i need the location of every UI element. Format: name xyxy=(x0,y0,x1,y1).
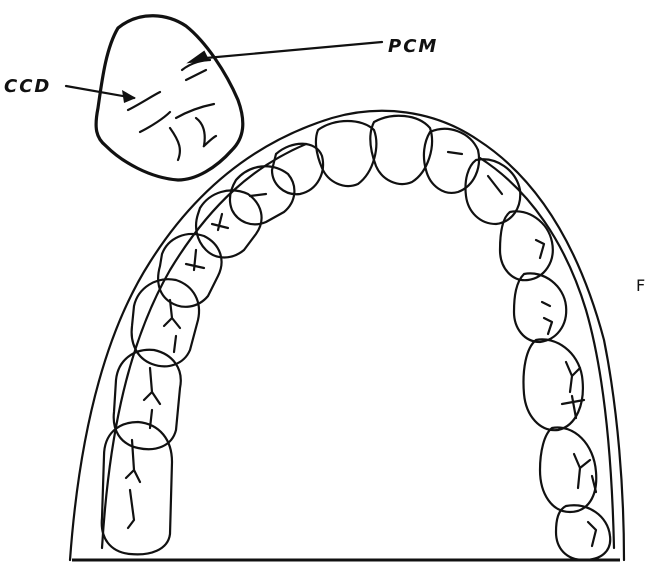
tooth-right-premolar-2 xyxy=(514,273,566,342)
left-teeth xyxy=(102,166,295,554)
pcm-label: PCM xyxy=(388,36,438,57)
outer-arch xyxy=(70,111,624,560)
pcm-leader-line xyxy=(206,42,382,58)
fissure xyxy=(542,302,552,334)
f-label: F xyxy=(636,276,645,295)
tooth-right-molar-3 xyxy=(556,505,610,560)
fissure xyxy=(144,368,160,428)
tooth-right-molar-2 xyxy=(540,427,596,512)
tooth-detail-outline xyxy=(96,16,243,180)
tooth-right-molar-1 xyxy=(524,339,583,430)
fissure xyxy=(574,454,596,492)
fissure xyxy=(536,240,544,258)
right-teeth xyxy=(500,211,610,560)
tooth-left-molar-3 xyxy=(102,422,172,554)
tooth-left-central-incisor xyxy=(316,121,376,186)
tooth-groove xyxy=(170,128,180,160)
tooth-left-premolar-2 xyxy=(158,234,221,307)
tooth-right-canine xyxy=(465,159,520,224)
fissure xyxy=(448,152,462,154)
tooth-groove xyxy=(196,118,216,146)
tooth-groove xyxy=(186,70,206,80)
ccd-arrowhead xyxy=(122,90,136,103)
tooth-dark-mark xyxy=(190,52,208,62)
tooth-groove xyxy=(128,92,160,110)
inner-arch xyxy=(102,144,306,548)
tooth-detail xyxy=(96,16,243,180)
fissure xyxy=(588,522,596,546)
fissure xyxy=(164,300,180,352)
fissure xyxy=(212,214,228,230)
tooth-groove xyxy=(140,112,170,132)
ccd-label: CCD xyxy=(4,76,51,97)
fissure xyxy=(126,440,140,528)
fissure xyxy=(250,194,266,196)
tooth-groove xyxy=(176,104,214,118)
fissure xyxy=(186,250,204,270)
anterior-teeth xyxy=(272,116,520,224)
tooth-right-central-incisor xyxy=(370,116,432,184)
fissure xyxy=(488,176,502,194)
inner-arch-right xyxy=(480,158,614,548)
